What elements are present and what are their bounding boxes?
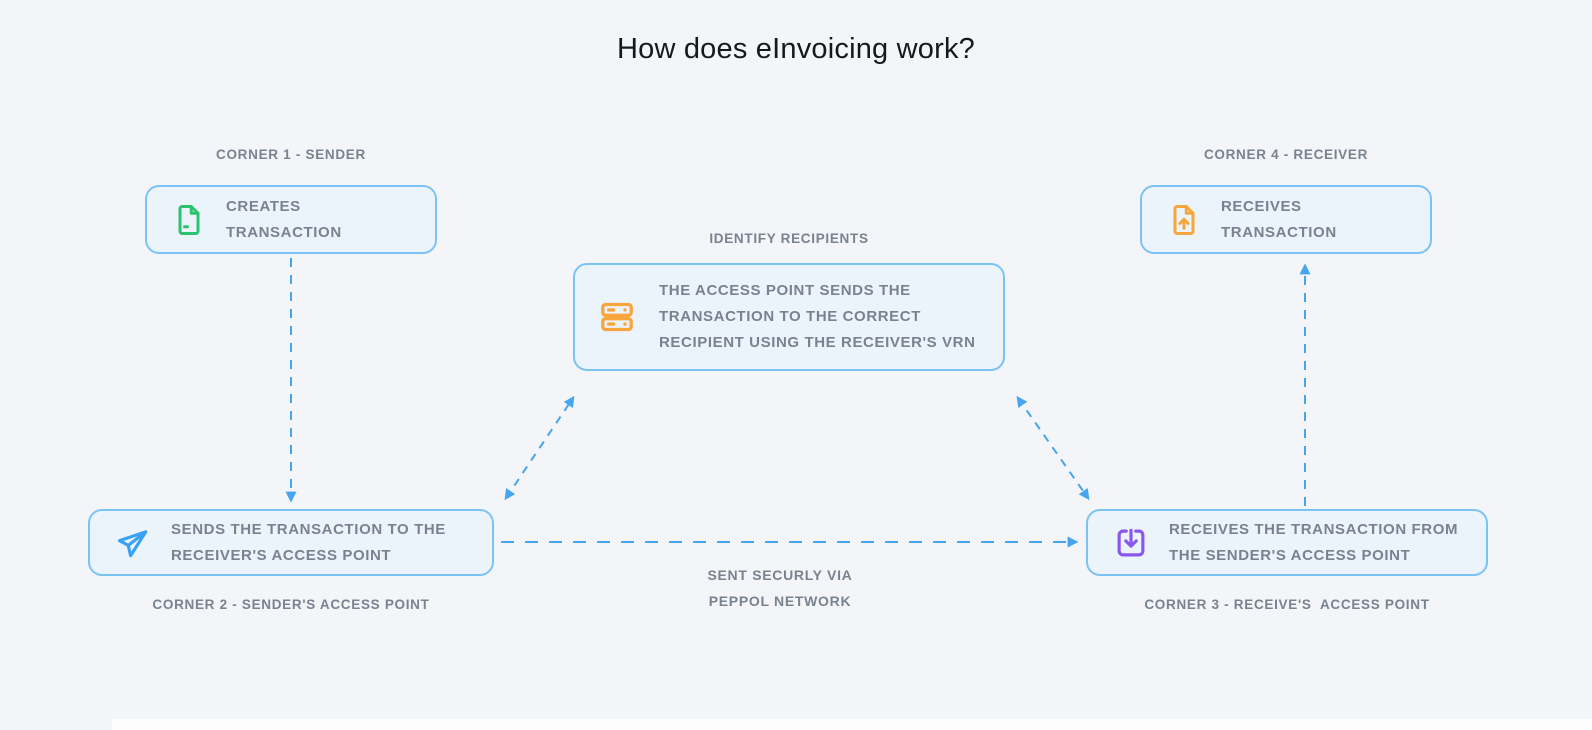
- corner1-label: CORNER 1 - SENDER: [216, 147, 366, 162]
- corner1-text: CREATES TRANSACTION: [226, 197, 342, 241]
- corner2-text: SENDS THE TRANSACTION TO THE RECEIVER'S …: [171, 520, 446, 564]
- download-icon: [1112, 524, 1150, 562]
- corner2-label: CORNER 2 - SENDER'S ACCESS POINT: [152, 597, 430, 612]
- identify-recipients-label: IDENTIFY RECIPIENTS: [709, 231, 869, 246]
- file-document-icon: [171, 202, 207, 238]
- corner3-node: RECEIVES THE TRANSACTION FROM THE SENDER…: [1086, 509, 1488, 576]
- corner4-node: RECEIVES TRANSACTION: [1140, 185, 1432, 254]
- corner4-text: RECEIVES TRANSACTION: [1221, 197, 1337, 241]
- paper-plane-icon: [114, 524, 152, 562]
- identify-recipients-node: THE ACCESS POINT SENDS THE TRANSACTION T…: [573, 263, 1005, 371]
- arrow-corner2-identify: [504, 395, 575, 501]
- corner4-label: CORNER 4 - RECEIVER: [1203, 147, 1369, 162]
- corner3-text: RECEIVES THE TRANSACTION FROM THE SENDER…: [1169, 520, 1459, 564]
- corner2-node: SENDS THE TRANSACTION TO THE RECEIVER'S …: [88, 509, 494, 576]
- server-icon: [597, 297, 637, 337]
- identify-recipients-text: THE ACCESS POINT SENDS THE TRANSACTION T…: [659, 282, 976, 351]
- bottom-strip: [112, 719, 1592, 730]
- corner3-label: CORNER 3 - RECEIVE'S ACCESS POINT: [1144, 597, 1430, 612]
- file-upload-icon: [1166, 202, 1202, 238]
- arrow-identify-corner3: [1016, 395, 1090, 501]
- corner1-node: CREATES TRANSACTION: [145, 185, 437, 254]
- peppol-network-label: SENT SECURLY VIA PEPPOL NETWORK: [707, 567, 853, 609]
- page-title: How does eInvoicing work?: [616, 33, 975, 65]
